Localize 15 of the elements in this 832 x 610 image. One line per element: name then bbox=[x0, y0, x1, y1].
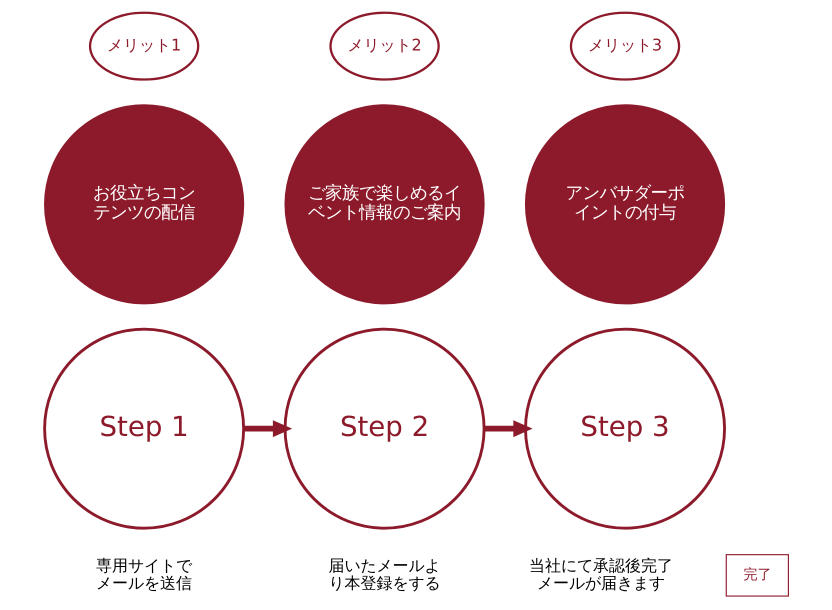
node-ellipse: メリット2 bbox=[328, 12, 440, 81]
label: 完了 bbox=[742, 566, 771, 583]
node-circle: お役立ちコンテンツの配信 bbox=[44, 104, 244, 304]
node-label: 当社にて承認後完了メールが届きます bbox=[528, 556, 672, 592]
node-label: 専用サイトでメールを送信 bbox=[96, 556, 192, 592]
node-circle: Step 3 bbox=[524, 328, 726, 530]
node-circle: ご家族で楽しめるイベント情報のご案内 bbox=[284, 104, 484, 304]
arrow bbox=[243, 420, 292, 438]
node-circle: Step 2 bbox=[283, 328, 486, 530]
node-circle: Step 1 bbox=[42, 328, 245, 530]
node-ellipse: メリット1 bbox=[88, 12, 199, 81]
node-ellipse: メリット3 bbox=[569, 12, 680, 81]
node-circle: アンバサダーポイントの付与 bbox=[524, 104, 725, 304]
arrow bbox=[484, 420, 532, 438]
node-label: 届いたメールより本登録をする bbox=[328, 556, 440, 592]
